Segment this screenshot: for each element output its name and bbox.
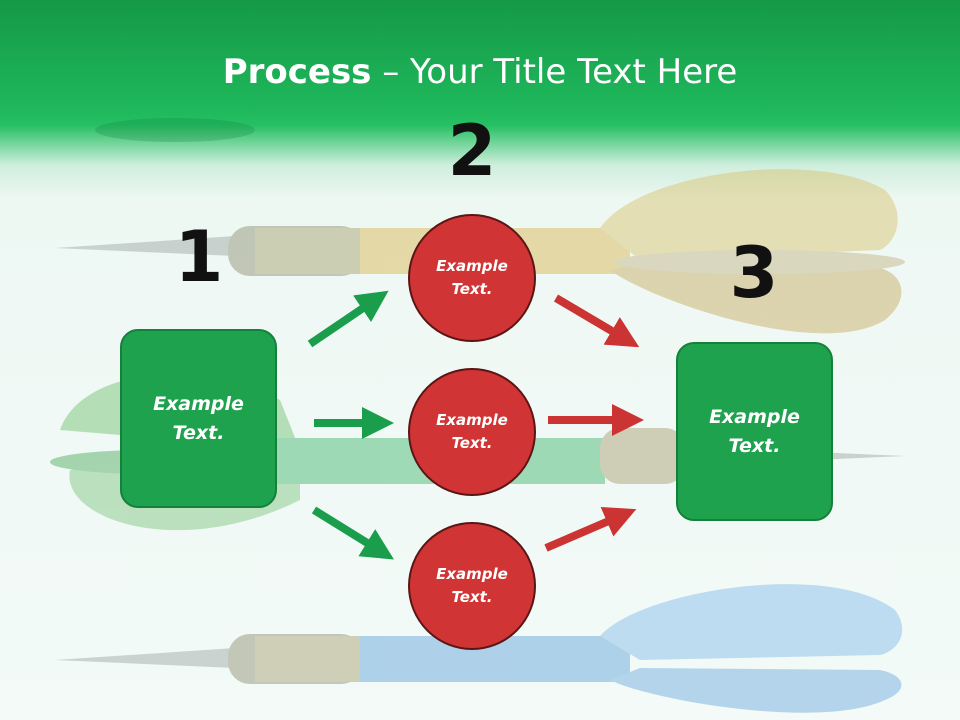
circle-top-text: Example Text. xyxy=(436,257,508,298)
circle-bottom-text: Example Text. xyxy=(436,565,508,606)
circle-top: Example Text. xyxy=(408,214,536,342)
yellow-dart-icon xyxy=(55,169,905,334)
end-box-text: Example Text. xyxy=(709,405,800,457)
blue-dart-icon xyxy=(55,584,903,713)
step-number-1: 1 xyxy=(174,216,224,298)
start-box-text: Example Text. xyxy=(153,392,244,444)
start-box: Example Text. xyxy=(120,329,277,508)
arrow-to-top-circle xyxy=(307,290,389,348)
circle-bottom: Example Text. xyxy=(408,522,536,650)
arrow-from-bottom-circle xyxy=(544,507,637,552)
step-number-2: 2 xyxy=(447,110,497,192)
step-number-3: 3 xyxy=(729,232,779,314)
arrow-to-bottom-circle xyxy=(311,506,395,560)
title-rest: – Your Title Text Here xyxy=(371,52,738,92)
title-bold: Process xyxy=(222,52,372,92)
circle-middle: Example Text. xyxy=(408,368,536,496)
end-box: Example Text. xyxy=(676,342,833,521)
slide-title: Process – Your Title Text Here xyxy=(0,52,960,92)
circle-middle-text: Example Text. xyxy=(436,411,508,452)
arrow-from-top-circle xyxy=(553,294,640,348)
